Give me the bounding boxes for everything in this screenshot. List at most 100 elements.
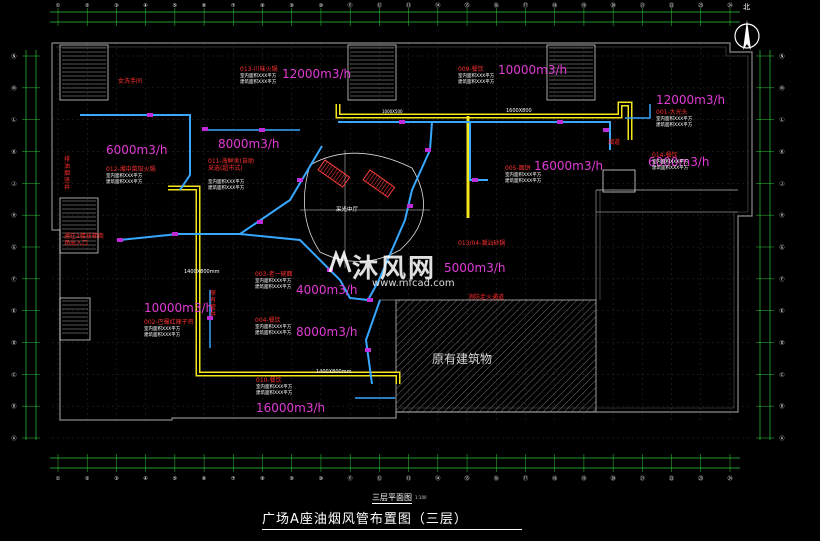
area-r10: 室内面积XXX平方 建筑面积XXX平方 [144, 327, 181, 338]
grid-bottom-label: ⑭ [435, 475, 440, 482]
area-r6: 室内面积XXX平方 建筑面积XXX平方 [652, 160, 689, 171]
grid-bottom-label: ⑮ [465, 475, 470, 482]
grid-top-label: ⑩ [319, 3, 324, 9]
area-r2: 室内面积XXX平方 建筑面积XXX平方 [458, 74, 495, 85]
grid-bottom-label: ⑰ [523, 475, 528, 482]
grid-bottom-label: ③ [114, 476, 118, 482]
area-r5: 室内面积XXX平方 建筑面积XXX平方 [208, 180, 245, 191]
grid-top-label: ⑮ [465, 2, 470, 9]
room-r3: 001-大光头 [656, 109, 688, 116]
grid-top-label: ⑨ [289, 3, 293, 9]
grid-top-label: ⑦ [231, 3, 236, 9]
grid-bottom-label: ⑳ [611, 475, 616, 482]
grid-left-label: Ⓔ [11, 308, 16, 315]
grid-right-label: Ⓛ [779, 117, 784, 124]
duct-size-left: 1400X800mm [184, 269, 220, 275]
grid-right-label: Ⓝ [779, 53, 784, 60]
area-r11: 室内面积XXX平方 建筑面积XXX平方 [255, 325, 292, 336]
grid-bottom-label: ⑪ [348, 475, 353, 482]
airflow-r9: 4000m3/h [296, 283, 358, 297]
grid-bottom-label: ① [56, 476, 61, 482]
grid-bottom-label: ⑧ [260, 476, 265, 482]
grid-bottom-label: ⑥ [202, 476, 207, 482]
plan-subtitle: 三层平面图 [372, 493, 412, 504]
grid-bottom-label: ⑬ [406, 475, 411, 482]
grid-bottom-label: ㉓ [698, 475, 703, 482]
room-r4: 012-湘中菜馆火锅 [106, 166, 156, 173]
airflow-r12: 16000m3/h [256, 401, 326, 415]
area-r7: 室内面积XXX平方 建筑面积XXX平方 [505, 173, 542, 184]
watermark-brand: 沐风网 [352, 254, 437, 284]
side-note-2: 烟道 [608, 139, 621, 146]
grid-left-label: Ⓝ [11, 53, 16, 60]
room-women-wc: 女洗手间 [118, 78, 143, 85]
area-r3: 室内面积XXX平方 建筑面积XXX平方 [656, 117, 693, 128]
airflow-r6: 16000m3/h [534, 159, 604, 173]
grid-top-label: ㉓ [698, 2, 703, 9]
grid-bottom-label: ⑱ [552, 475, 557, 482]
building-outline [51, 42, 753, 421]
corridor-label: 消防走火通道 [468, 294, 505, 301]
main-exhaust-duct [168, 101, 633, 384]
grid-right-label: Ⓔ [779, 308, 784, 315]
grid-top-label: ⑫ [377, 2, 382, 9]
branch-markers [117, 113, 609, 352]
grid-left-label: Ⓖ [11, 244, 16, 251]
grid-left-label: Ⓑ [11, 403, 16, 410]
room-r9: 003-老一碗面 [255, 271, 293, 278]
room-r6: 014-餐饮 [652, 152, 678, 159]
grid-left-label: Ⓓ [11, 340, 16, 347]
grid-bottom-label: ⑦ [231, 476, 236, 482]
north-label: 北 [743, 3, 750, 11]
airflow-r8: 5000m3/h [444, 261, 506, 275]
stair-note: 通往2楼扶梯商场出入口 [64, 233, 104, 247]
airflow-r2: 10000m3/h [498, 63, 568, 77]
grid-right-label: Ⓗ [779, 212, 784, 219]
room-r10: 002-巴蜀红辣子鸡 [144, 319, 194, 326]
grid-top-label: ㉑ [640, 2, 645, 9]
grid-bottom-label: ㉔ [727, 475, 732, 482]
scale-note: 1:100 [415, 495, 427, 500]
room-r2: 009-餐饮 [458, 66, 484, 73]
grid-bottom-label: ㉒ [669, 475, 674, 482]
grid-left-label: Ⓒ [11, 371, 16, 378]
grid-right-label: Ⓓ [779, 340, 784, 347]
grid-right-label: Ⓜ [779, 85, 784, 92]
grid-bottom-label: ⑨ [289, 476, 293, 482]
airflow-r7: 6000m3/h [648, 155, 710, 169]
watermark-logo-icon [328, 250, 352, 273]
grid-right-label: Ⓚ [779, 149, 784, 156]
stair-hatching [62, 47, 593, 334]
grid-top-label: ⑭ [435, 2, 440, 9]
shaft-note: 排油烟竖井 [64, 156, 71, 191]
duct-size-top: 1600X800 [506, 108, 532, 114]
grid-left-label: Ⓙ [11, 180, 16, 187]
grid-top-label: ① [56, 3, 61, 9]
grid-left-label: Ⓗ [11, 212, 16, 219]
grid-left-label: Ⓐ [11, 435, 16, 442]
room-r8: 013/04-潮汕砂锅 [458, 240, 506, 247]
grid-bottom-label: ⑤ [173, 476, 177, 482]
grid-right-label: Ⓐ [779, 435, 784, 442]
grid-top-label: ㉔ [727, 2, 732, 9]
grid-right-label: Ⓑ [779, 403, 784, 410]
grid-bottom-label: ② [85, 476, 90, 482]
grid-top-label: ③ [114, 3, 118, 9]
grid-top-label: ⑤ [173, 3, 177, 9]
grid-top-label: ⑧ [260, 3, 265, 9]
grid-bottom-label: ④ [143, 476, 148, 482]
room-r11: 004-餐饮 [255, 317, 281, 324]
grid-top-label: ⑥ [202, 3, 207, 9]
duct-size-bottom: 1400X800mm [316, 369, 352, 375]
grid-right-label: Ⓕ [779, 276, 784, 283]
grid-bottom-label: ⑫ [377, 475, 382, 482]
area-r12: 室内面积XXX平方 建筑面积XXX平方 [256, 385, 293, 396]
grid-top-label: ④ [143, 3, 148, 9]
grid-right-label: Ⓒ [779, 371, 784, 378]
grid-left-label: Ⓕ [11, 276, 16, 283]
watermark-url: www.mfcad.com [372, 278, 455, 289]
airflow-r1: 12000m3/h [282, 67, 352, 81]
drawing-title: 广场A座油烟风管布置图（三层） [262, 508, 522, 530]
